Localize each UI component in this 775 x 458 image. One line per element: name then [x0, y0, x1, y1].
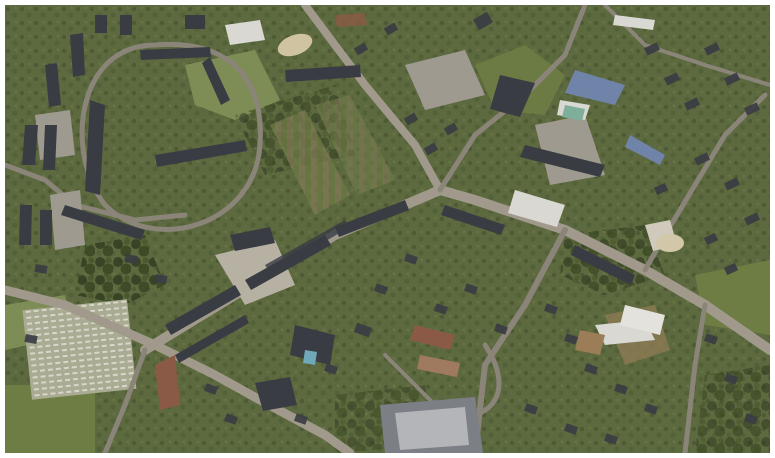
aerial-map[interactable] [5, 5, 770, 453]
aerial-image [5, 5, 770, 453]
